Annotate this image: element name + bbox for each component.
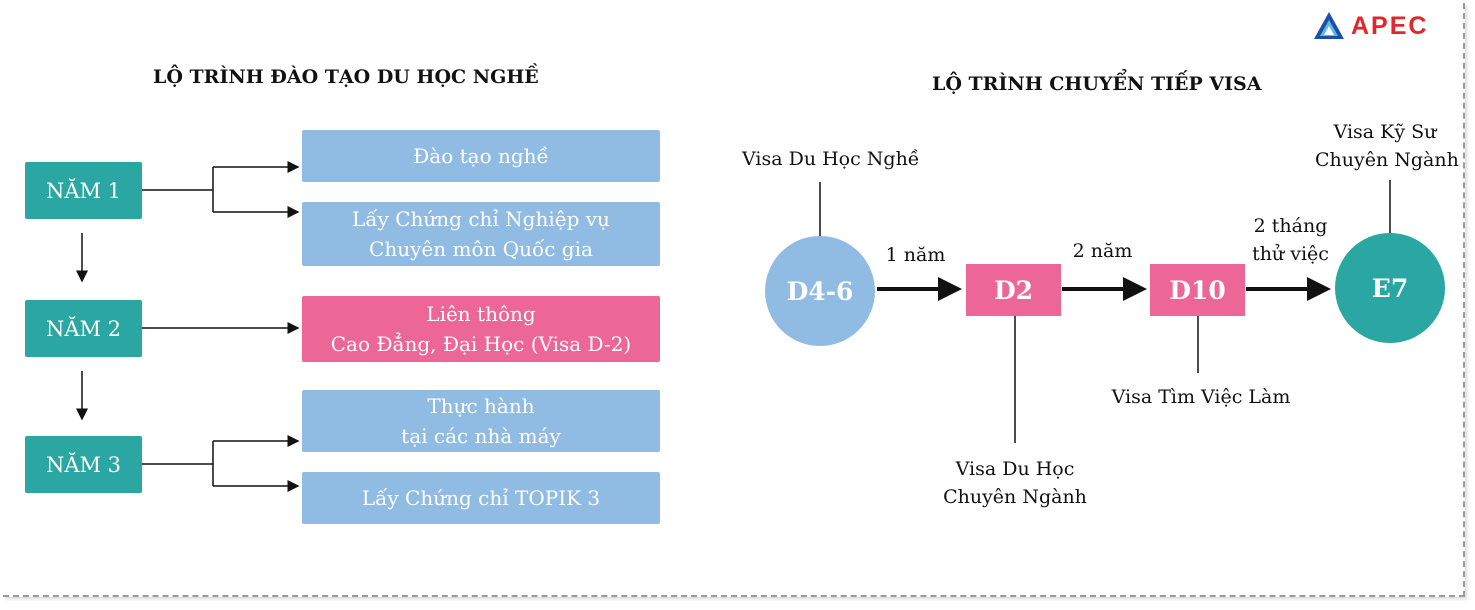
- box-text: Chuyên môn Quốc gia: [369, 237, 593, 261]
- page-frame: [3, 3, 1465, 597]
- box-text: Lấy Chứng chỉ Nghiệp vụ: [352, 207, 610, 231]
- box-text: Liên thông: [426, 302, 536, 326]
- training-title: LỘ TRÌNH ĐÀO TẠO DU HỌC NGHỀ: [153, 66, 539, 88]
- box-factory-practice: Thực hành tại các nhà máy: [302, 390, 660, 452]
- box-college-transfer: Liên thông Cao Đẳng, Đại Học (Visa D-2): [302, 296, 660, 362]
- transition-3-label: 2 tháng thử việc: [1243, 212, 1338, 268]
- visa-title: LỘ TRÌNH CHUYỂN TIẾP VISA: [932, 73, 1262, 95]
- box-text: Cao Đẳng, Đại Học (Visa D-2): [330, 332, 632, 356]
- caption-line: Visa Tìm Việc Làm: [1111, 386, 1291, 408]
- caption-d2: Visa Du Học Chuyên Ngành: [930, 455, 1100, 511]
- caption-line: Chuyên Ngành: [943, 486, 1087, 508]
- year-1-box: NĂM 1: [25, 162, 142, 219]
- visa-node-d4-6: D4-6: [765, 236, 875, 346]
- caption-e7: Visa Kỹ Sư Chuyên Ngành: [1315, 118, 1459, 174]
- transition-line: 2 tháng: [1253, 215, 1328, 237]
- caption-line: Chuyên Ngành: [1315, 149, 1459, 171]
- visa-node-e7: E7: [1335, 233, 1445, 343]
- visa-leader-lines: [819, 180, 1391, 443]
- caption-d4-6: Visa Du Học Nghề: [742, 145, 920, 173]
- transition-line: thử việc: [1252, 243, 1329, 265]
- caption-d10: Visa Tìm Việc Làm: [1105, 383, 1297, 411]
- transition-line: 1 năm: [885, 244, 946, 266]
- brand-name: APEC: [1351, 11, 1429, 40]
- year-3-box: NĂM 3: [25, 436, 142, 493]
- visa-node-d10: D10: [1150, 264, 1245, 316]
- apec-logo: APEC: [1313, 11, 1428, 41]
- year1-connector: [142, 161, 300, 218]
- box-text: Thực hành: [427, 394, 535, 418]
- box-topik-certificate: Lấy Chứng chỉ TOPIK 3: [302, 472, 660, 524]
- box-vocational-training: Đào tạo nghề: [302, 130, 660, 182]
- visa-node-d2: D2: [966, 264, 1061, 316]
- box-text: Đào tạo nghề: [413, 144, 549, 168]
- apec-logo-icon: [1314, 12, 1344, 39]
- transition-line: 2 năm: [1072, 240, 1133, 262]
- year-2-box: NĂM 2: [25, 300, 142, 357]
- box-text: tại các nhà máy: [401, 424, 561, 448]
- box-national-certificate: Lấy Chứng chỉ Nghiệp vụ Chuyên môn Quốc …: [302, 202, 660, 266]
- caption-line: Visa Du Học: [955, 458, 1075, 480]
- caption-line: Visa Kỹ Sư: [1333, 121, 1437, 143]
- year3-connector: [142, 435, 300, 492]
- transition-2-label: 2 năm: [1055, 237, 1150, 265]
- box-text: Lấy Chứng chỉ TOPIK 3: [361, 486, 601, 510]
- caption-line: Visa Du Học Nghề: [742, 148, 920, 170]
- transition-1-label: 1 năm: [868, 241, 963, 269]
